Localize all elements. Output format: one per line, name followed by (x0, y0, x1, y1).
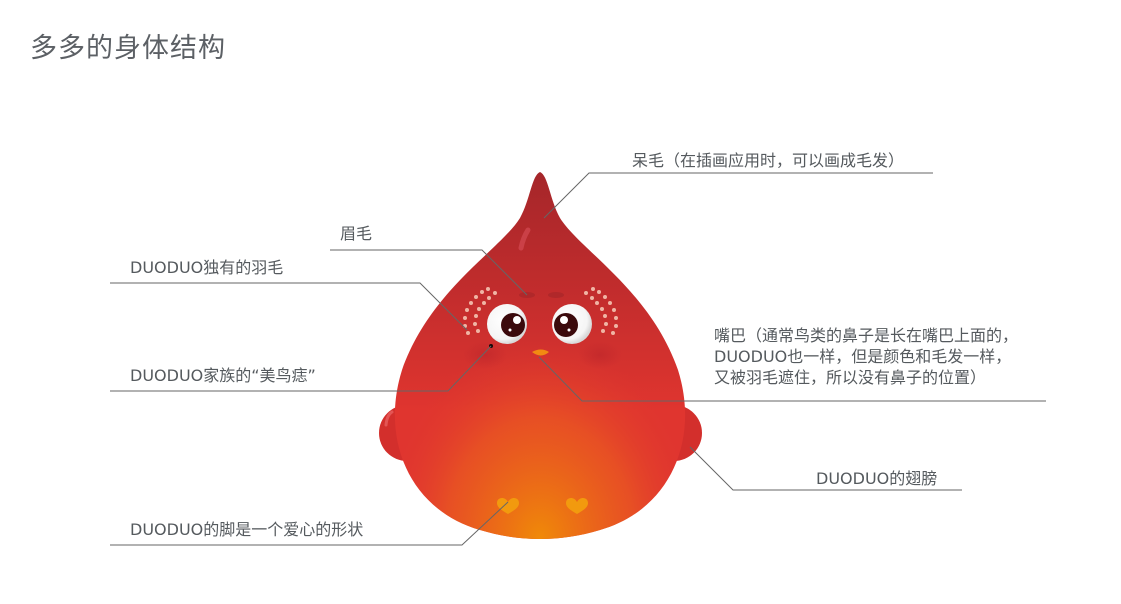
annotation-mole: DUODUO家族的“美鸟痣” (130, 366, 316, 385)
annotation-feathers: DUODUO独有的羽毛 (130, 258, 284, 277)
feather-dots-left (463, 287, 497, 335)
annotation-eyebrow: 眉毛 (340, 224, 373, 243)
leader-line-feet (110, 501, 509, 546)
page-title: 多多的身体结构 (30, 33, 226, 64)
leader-line-mole (110, 345, 492, 392)
leader-line-eyebrow (330, 249, 528, 296)
annotation-feet: DUODUO的脚是一个爱心的形状 (130, 520, 364, 539)
feather-dots-right (584, 287, 618, 335)
annotation-beak-line-2: DUODUO也一样，但是颜色和毛发一样， (714, 347, 1012, 366)
leader-line-wings (689, 446, 962, 491)
leader-lines (110, 172, 1046, 546)
annotation-beak: 嘴巴（通常鸟类的鼻子是长在嘴巴上面的， DUODUO也一样，但是颜色和毛发一样，… (714, 325, 1018, 388)
annotation-beak-line-1: 嘴巴（通常鸟类的鼻子是长在嘴巴上面的， (714, 326, 1019, 345)
annotation-beak-line-3: 又被羽毛遮住，所以没有鼻子的位置） (714, 368, 987, 387)
eye-left (487, 304, 527, 344)
annotation-tuft: 呆毛（在插画应用时，可以画成毛发） (632, 151, 905, 170)
body (394, 172, 686, 539)
beak (532, 349, 549, 356)
eye-right (552, 304, 592, 344)
leader-line-tuft (543, 172, 933, 219)
annotation-wings: DUODUO的翅膀 (816, 469, 938, 488)
eyebrows (519, 292, 564, 298)
leader-line-feathers (110, 282, 468, 331)
leader-line-beak (538, 356, 1046, 402)
feet (497, 497, 588, 514)
